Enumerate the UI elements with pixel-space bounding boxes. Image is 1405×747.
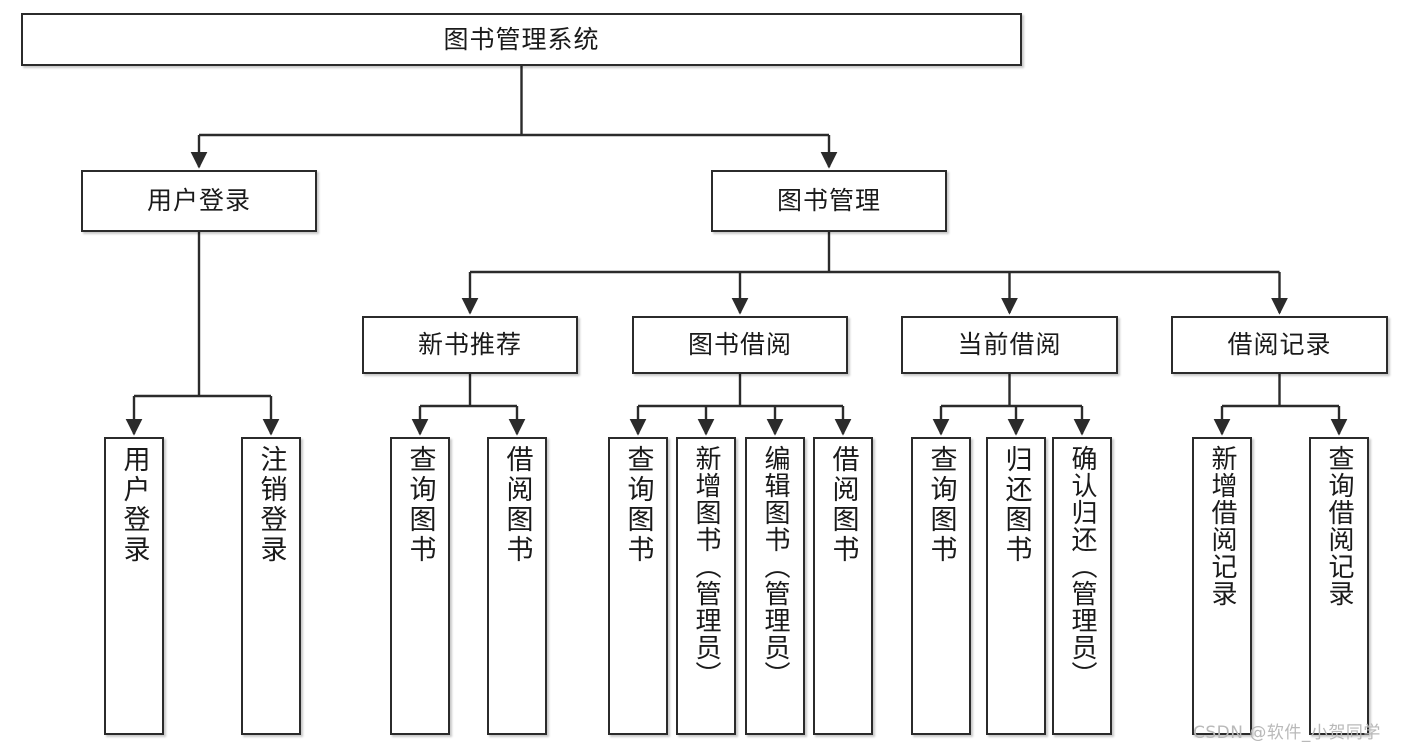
node-label: 查询图书 xyxy=(925,445,957,565)
node-leaf-borrow-book-2[interactable]: 借阅图书 xyxy=(813,437,873,735)
node-label: 查询借阅记录 xyxy=(1324,445,1354,607)
node-label: 图书管理系统 xyxy=(443,24,600,54)
node-leaf-confirm-return[interactable]: 确认归还（管理员） xyxy=(1052,437,1112,735)
node-label: 归还图书 xyxy=(1000,445,1032,565)
node-label: 用户登录 xyxy=(146,186,251,216)
node-label: 注销登录 xyxy=(255,445,287,565)
node-leaf-query-book-3[interactable]: 查询图书 xyxy=(911,437,971,735)
node-label: 用户登录 xyxy=(118,445,150,565)
node-label: 编辑图书（管理员） xyxy=(760,445,790,688)
node-book-manage[interactable]: 图书管理 xyxy=(711,170,947,232)
node-leaf-return-book[interactable]: 归还图书 xyxy=(986,437,1046,735)
node-label: 查询图书 xyxy=(404,445,436,565)
node-leaf-user-login[interactable]: 用户登录 xyxy=(104,437,164,735)
node-label: 新增借阅记录 xyxy=(1207,445,1237,607)
node-leaf-logout[interactable]: 注销登录 xyxy=(241,437,301,735)
node-label: 借阅图书 xyxy=(501,445,533,565)
node-label: 确认归还（管理员） xyxy=(1067,445,1097,688)
node-label: 新增图书（管理员） xyxy=(691,445,721,688)
node-label: 查询图书 xyxy=(622,445,654,565)
node-leaf-add-book[interactable]: 新增图书（管理员） xyxy=(676,437,736,735)
node-leaf-edit-book[interactable]: 编辑图书（管理员） xyxy=(745,437,805,735)
node-leaf-add-record[interactable]: 新增借阅记录 xyxy=(1192,437,1252,735)
node-current-borrow[interactable]: 当前借阅 xyxy=(901,316,1118,374)
node-user-login[interactable]: 用户登录 xyxy=(81,170,317,232)
node-label: 图书管理 xyxy=(776,186,881,216)
node-label: 新书推荐 xyxy=(417,330,522,360)
node-label: 借阅图书 xyxy=(827,445,859,565)
node-leaf-borrow-book-1[interactable]: 借阅图书 xyxy=(487,437,547,735)
node-leaf-query-record[interactable]: 查询借阅记录 xyxy=(1309,437,1369,735)
csdn-watermark: CSDN @软件_小贺同学 xyxy=(1193,723,1381,743)
node-label: 当前借阅 xyxy=(957,330,1062,360)
node-leaf-query-book-1[interactable]: 查询图书 xyxy=(390,437,450,735)
node-root[interactable]: 图书管理系统 xyxy=(21,13,1022,66)
node-leaf-query-book-2[interactable]: 查询图书 xyxy=(608,437,668,735)
node-borrow-record[interactable]: 借阅记录 xyxy=(1171,316,1388,374)
node-label: 借阅记录 xyxy=(1227,330,1332,360)
node-label: 图书借阅 xyxy=(687,330,792,360)
node-new-book-recommend[interactable]: 新书推荐 xyxy=(362,316,578,374)
node-book-borrow[interactable]: 图书借阅 xyxy=(632,316,848,374)
